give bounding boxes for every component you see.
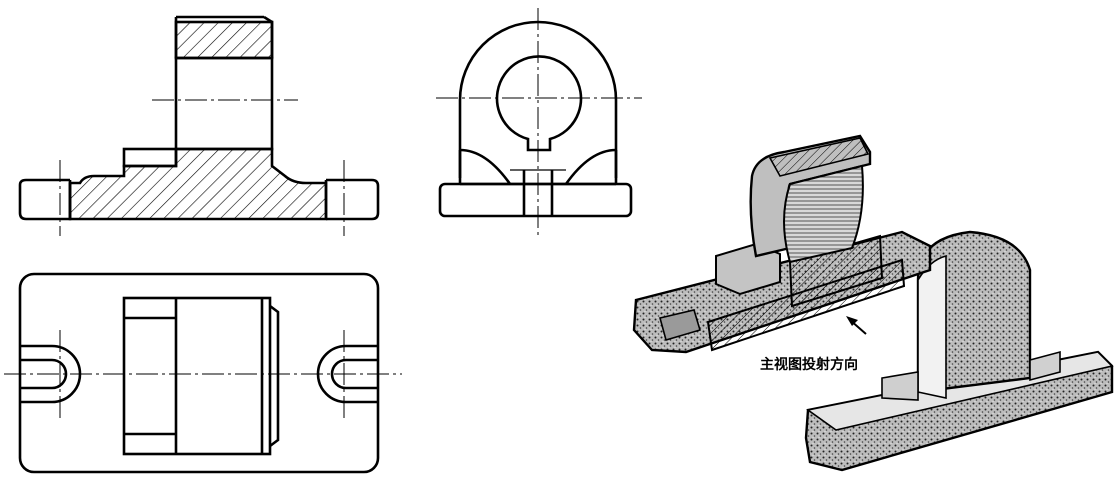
pictorial-upright-inner-face bbox=[917, 254, 947, 399]
front-section-view bbox=[18, 15, 380, 236]
top-base-outline bbox=[18, 272, 380, 474]
top-cylinder-outline bbox=[122, 296, 272, 456]
left-side-view bbox=[436, 8, 642, 238]
pictorial-cylinder-top-cut bbox=[768, 137, 870, 177]
front-cap-chamfer bbox=[263, 15, 274, 58]
front-cylinder-body bbox=[174, 56, 274, 151]
projection-direction-caption: 主视图投射方向 bbox=[760, 357, 858, 373]
top-right-slot-inner bbox=[330, 358, 378, 390]
front-base-hatched-section bbox=[68, 147, 328, 221]
side-base bbox=[438, 182, 633, 218]
pictorial-half-section bbox=[632, 134, 1114, 472]
side-left-foot-curve bbox=[459, 148, 512, 185]
front-boss-step bbox=[122, 147, 178, 168]
top-view bbox=[4, 272, 402, 474]
front-base-left-end bbox=[18, 178, 72, 221]
pictorial-step-block bbox=[1029, 350, 1061, 382]
pictorial-notch-piece bbox=[659, 309, 701, 341]
projection-direction-arrow bbox=[846, 316, 867, 335]
front-base-right-end bbox=[326, 178, 380, 221]
side-right-foot-curve bbox=[564, 148, 617, 185]
top-cylinder-right-chamfer bbox=[260, 298, 280, 454]
front-top-hatched-cap bbox=[174, 20, 274, 60]
pictorial-rib-block bbox=[881, 371, 919, 401]
side-bore-with-keyway bbox=[495, 55, 583, 152]
pictorial-half-cylinder-bore bbox=[783, 164, 864, 264]
